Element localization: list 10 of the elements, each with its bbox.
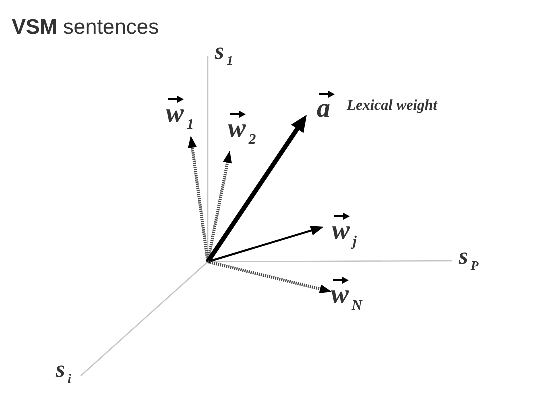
axis-label: s$_{i}$	[56, 358, 72, 386]
vector-label: a	[317, 99, 330, 118]
vector-label: w$_{j}$	[332, 221, 357, 250]
axis-label: s$_{P}$	[459, 244, 479, 273]
vector-label: w$_{1}$	[166, 104, 194, 133]
vector-caption: Lexical weight	[347, 99, 438, 114]
vector-label: w$_{2}$	[228, 119, 256, 148]
axis-label: s$_{1}$	[215, 40, 234, 68]
diagram-title: VSM sentences	[12, 17, 160, 38]
vector-label: w$_{N}$	[331, 285, 362, 314]
